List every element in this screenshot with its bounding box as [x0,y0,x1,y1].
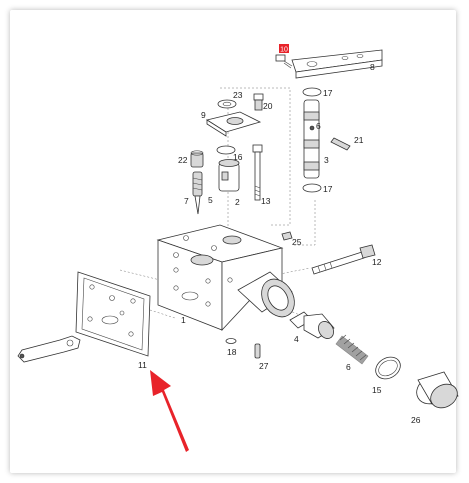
part-label-17-bottom: 17 [323,184,333,194]
side-port [237,271,295,318]
part-label-20: 20 [263,101,273,111]
pin-21 [330,137,351,151]
part-label-5: 5 [208,195,213,205]
part-label-9: 9 [201,110,206,120]
part-labels: 1 2 3 4 5 6 6 7 8 9 11 12 13 15 16 17 17… [138,62,421,425]
needle-valve-7 [192,171,203,215]
o-ring-17-top [302,87,322,97]
part-label-8: 8 [370,62,375,72]
part-label-3: 3 [324,155,329,165]
o-ring-16 [216,145,236,155]
part-label-6-spool: 6 [316,121,321,131]
screw-10 [275,54,293,69]
pin-27 [254,343,261,359]
bolt-18 [225,338,237,344]
part-label-11: 11 [138,360,147,370]
o-ring-15 [375,356,401,380]
washer-23 [217,99,237,109]
part-label-21: 21 [354,135,364,145]
part-label-1: 1 [181,315,186,325]
part-label-4: 4 [294,334,299,344]
part-label-25: 25 [292,237,302,247]
bolt-20 [253,93,264,111]
part-label-12: 12 [372,257,382,267]
plunger-4 [289,311,335,339]
spring-6 [335,334,369,365]
part-label-22: 22 [178,155,188,165]
gasket-plate-11 [75,271,151,357]
red-arrow-icon [150,370,189,452]
sleeve-2 [218,159,240,192]
plug-26 [416,371,459,409]
highlight-badge: 10 [279,44,289,54]
bolt-13 [252,144,263,201]
part-label-13: 13 [261,196,271,206]
part-label-6: 6 [346,362,351,372]
screw-25 [281,231,293,241]
seat-22 [190,150,204,168]
part-label-26: 26 [411,415,421,425]
spool-3 [303,99,320,179]
o-ring-17-bottom [302,183,322,193]
highlight-badge-label: 10 [280,47,288,54]
lever-tool [17,335,81,363]
part-label-16: 16 [233,152,243,162]
part-label-2: 2 [235,197,240,207]
part-label-7: 7 [184,196,189,206]
plate-8 [291,49,383,79]
flange-9 [205,111,262,137]
part-label-18: 18 [227,347,237,357]
part-label-17-top: 17 [323,88,333,98]
part-label-27: 27 [259,361,269,371]
bolt-12 [311,244,376,275]
part-label-23: 23 [233,90,243,100]
part-label-15: 15 [372,385,382,395]
